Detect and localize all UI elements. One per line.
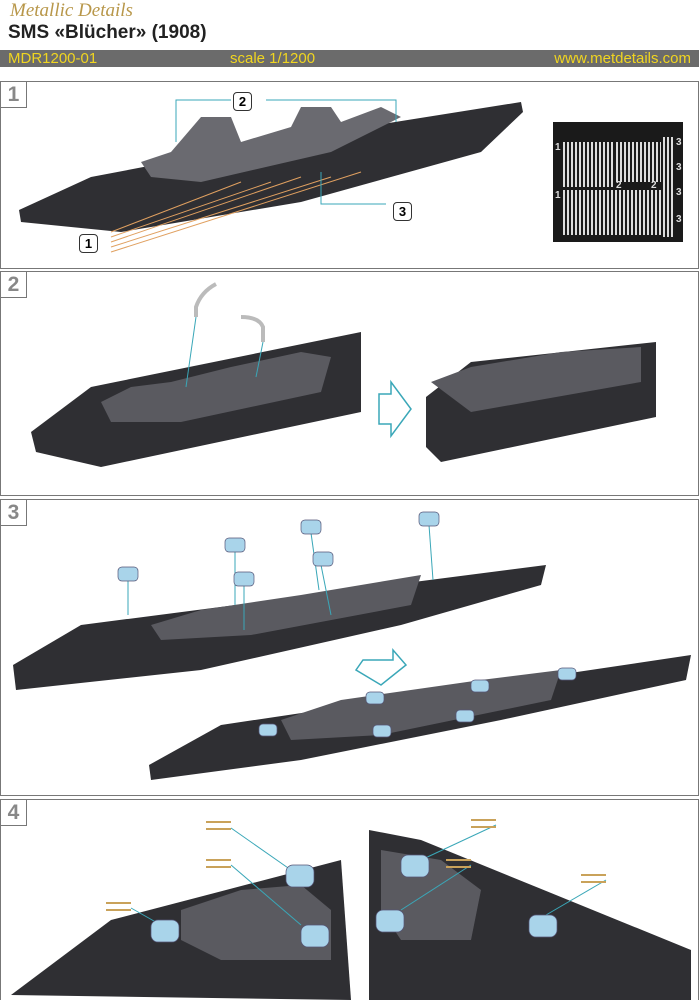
part-leaders <box>175 99 397 205</box>
step-number: 3 <box>1 500 27 526</box>
brand-logo: Metallic Details <box>10 0 133 21</box>
step-1-drawing <box>19 99 523 253</box>
step-4-panel: 4 <box>0 799 699 1000</box>
gun-barrel-parts <box>106 819 606 911</box>
ship-hull <box>19 102 523 232</box>
railing-leaders <box>110 171 362 253</box>
product-code: MDR1200-01 <box>8 50 98 67</box>
part-leaders <box>130 824 607 926</box>
website-link: www.metdetails.com <box>554 50 691 67</box>
step-number: 1 <box>1 82 27 108</box>
step-3-panel: 3 <box>0 499 699 796</box>
ventilator-part <box>240 315 265 342</box>
step-4-drawing <box>11 819 691 1000</box>
step-2-drawing <box>31 282 656 467</box>
step-2-panel: 2 <box>0 271 699 496</box>
turret-parts <box>117 511 577 738</box>
arrow-right-icon <box>378 379 412 439</box>
page-title: SMS «Blücher» (1908) <box>8 22 207 43</box>
step-3-drawing <box>13 511 691 780</box>
part-callout: 3 <box>393 202 412 221</box>
part-callout: 1 <box>79 234 98 253</box>
ventilator-part <box>194 282 217 317</box>
ship-superstructure <box>141 107 401 182</box>
scale-label: scale 1/1200 <box>230 50 316 67</box>
part-callout: 2 <box>233 92 252 111</box>
arrow-down-icon <box>354 647 408 686</box>
step-number: 2 <box>1 272 27 298</box>
step-1-panel: 1 2 3 1 1 1 2 2 3 3 3 3 <box>0 81 699 269</box>
part-leaders <box>185 316 264 388</box>
step-number: 4 <box>1 800 27 826</box>
header-bar: MDR1200-01 scale 1/1200 www.metdetails.c… <box>0 50 699 67</box>
turret-parts <box>150 854 558 948</box>
photo-etch-fret: 1 1 2 2 3 3 3 3 <box>553 122 683 242</box>
